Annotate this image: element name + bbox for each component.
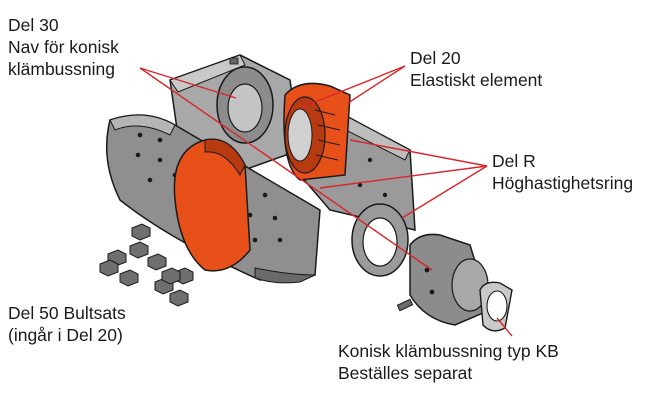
label-del-r-line1: Del R xyxy=(492,151,536,171)
label-del30: Del 30 Nav för konisk klämbussning xyxy=(8,14,119,80)
label-del50-line1: Del 50 Bultsats xyxy=(8,303,126,323)
label-del20-line2: Elastiskt element xyxy=(410,70,543,90)
label-del20-line1: Del 20 xyxy=(410,48,461,68)
label-kb-line1: Konisk klämbussning typ KB xyxy=(338,341,559,361)
leader-lines xyxy=(139,65,513,337)
label-del50: Del 50 Bultsats (ingår i Del 20) xyxy=(8,302,126,346)
label-del30-line3: klämbussning xyxy=(8,59,115,79)
label-del30-line1: Del 30 xyxy=(8,15,59,35)
orange-flange-front xyxy=(173,138,251,272)
label-del-r-line2: Höghastighetsring xyxy=(492,173,634,193)
bolt-set-del50 xyxy=(99,223,194,307)
label-del30-line2: Nav för konisk xyxy=(8,37,119,57)
elastic-element-del20 xyxy=(283,82,351,181)
high-speed-ring-del-r xyxy=(351,203,409,277)
taper-bushing-kb xyxy=(479,281,513,332)
set-screw-icon xyxy=(396,298,414,312)
label-del20: Del 20 Elastiskt element xyxy=(410,47,542,91)
label-kb-line2: Beställes separat xyxy=(338,363,473,383)
label-del50-line2: (ingår i Del 20) xyxy=(8,325,123,345)
label-kb: Konisk klämbussning typ KB Beställes sep… xyxy=(338,340,559,384)
hub-del30-lower xyxy=(409,233,491,326)
label-del-r: Del R Höghastighetsring xyxy=(492,150,633,194)
